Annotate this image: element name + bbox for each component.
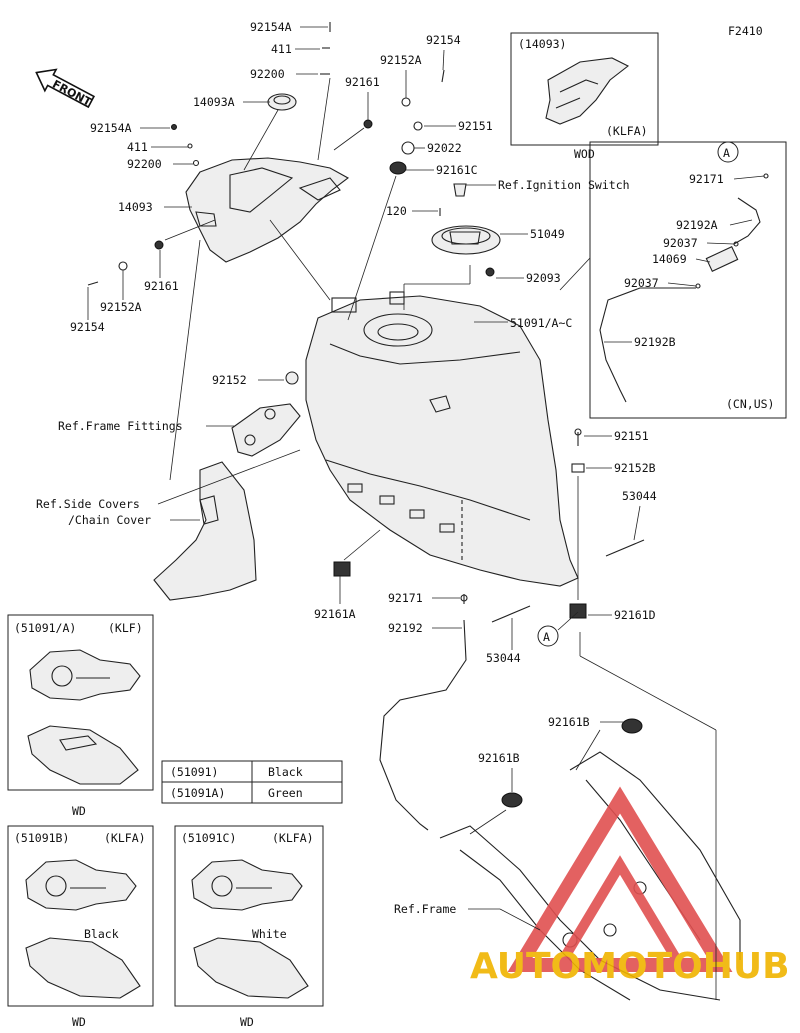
label-92161-top: 92161 xyxy=(345,75,380,89)
marker-a-bottom-label: A xyxy=(543,630,550,644)
inset-51091C-title: (51091C) xyxy=(181,831,236,845)
color-table-part-2: (51091A) xyxy=(170,786,225,800)
inset-14093-box xyxy=(510,32,659,146)
label-51049: 51049 xyxy=(530,227,565,241)
label-92152B: 92152B xyxy=(614,461,656,475)
inset-51091A-caption: WD xyxy=(72,804,86,818)
inset-hose-drawing xyxy=(599,173,769,403)
inset-51091A-spec: (KLF) xyxy=(108,621,143,635)
inset-51091A-drawing xyxy=(27,649,141,785)
label-92152A-left: 92152A xyxy=(100,300,142,314)
label-92151-top: 92151 xyxy=(458,119,493,133)
inset-51091B-spec: (KLFA) xyxy=(104,831,146,845)
frame-fittings-drawing xyxy=(153,371,351,601)
inset-14093-caption: WOD xyxy=(574,147,595,161)
label-92200-left: 92200 xyxy=(127,157,162,171)
inset-51091C-color: White xyxy=(252,927,287,941)
label-14093A: 14093A xyxy=(193,95,235,109)
cover-14093-drawing xyxy=(87,22,445,286)
ref-frame: Ref.Frame xyxy=(394,902,456,916)
ref-side-covers: Ref.Side Covers xyxy=(36,497,140,511)
marker-a-top xyxy=(717,141,739,163)
inset-51091C-box xyxy=(174,825,324,1007)
ref-frame-fittings: Ref.Frame Fittings xyxy=(58,419,183,433)
cover-14093-klfa-drawing xyxy=(545,57,630,125)
label-92154-left: 92154 xyxy=(70,320,105,334)
inset-14093-spec: (KLFA) xyxy=(606,124,648,138)
ref-chain-cover: /Chain Cover xyxy=(68,513,151,527)
marker-a-bottom xyxy=(537,625,559,647)
label-14093: 14093 xyxy=(118,200,153,214)
inset-14093-title: (14093) xyxy=(518,37,566,51)
label-92171: 92171 xyxy=(388,591,423,605)
label-92093: 92093 xyxy=(526,271,561,285)
label-92171-inset: 92171 xyxy=(689,172,724,186)
color-table: (51091) Black (51091A) Green xyxy=(161,760,343,804)
inset-hose-spec: (CN,US) xyxy=(726,397,774,411)
inset-51091B-caption: WD xyxy=(72,1015,86,1029)
diagram-code: F2410 xyxy=(728,24,763,38)
label-92161C: 92161C xyxy=(436,163,478,177)
inset-51091C-spec: (KLFA) xyxy=(272,831,314,845)
label-92037-a: 92037 xyxy=(663,236,698,250)
label-53044-low: 53044 xyxy=(486,651,521,665)
label-92161B-left: 92161B xyxy=(478,751,520,765)
fuel-tank-drawing xyxy=(305,291,579,587)
inset-51091A-box xyxy=(7,614,154,791)
label-92192B: 92192B xyxy=(634,335,676,349)
label-120: 120 xyxy=(386,204,407,218)
inset-51091B-color: Black xyxy=(84,927,119,941)
label-92192A: 92192A xyxy=(676,218,718,232)
label-51091-range: 51091/A~C xyxy=(510,316,572,330)
label-92154A-left: 92154A xyxy=(90,121,132,135)
marker-a-top-label: A xyxy=(723,146,730,160)
label-92161D: 92161D xyxy=(614,608,656,622)
color-table-part-1: (51091) xyxy=(170,765,218,779)
label-411-left: 411 xyxy=(127,140,148,154)
frame-drawing xyxy=(439,718,741,1001)
front-label: FRONT xyxy=(50,78,94,109)
label-53044-right: 53044 xyxy=(622,489,657,503)
front-arrow-icon: FRONT xyxy=(35,68,96,109)
watermark-text: AUTOMOTOHUB xyxy=(470,946,790,987)
inset-51091C-drawing xyxy=(191,859,309,999)
inset-51091A-title: (51091/A) xyxy=(14,621,76,635)
color-table-color-1: Black xyxy=(268,765,303,779)
label-92161-left: 92161 xyxy=(144,279,179,293)
color-table-color-2: Green xyxy=(268,786,303,800)
label-92152A-top: 92152A xyxy=(380,53,422,67)
label-411-top: 411 xyxy=(271,42,292,56)
hose-92192-drawing xyxy=(379,619,467,831)
label-92152: 92152 xyxy=(212,373,247,387)
label-92192: 92192 xyxy=(388,621,423,635)
watermark-logo: AUTOMOTOHUB xyxy=(470,786,790,987)
fuel-cap-drawing xyxy=(389,121,501,277)
right-small-parts-drawing xyxy=(460,428,645,623)
label-92151-right: 92151 xyxy=(614,429,649,443)
label-14069: 14069 xyxy=(652,252,687,266)
inset-51091B-box xyxy=(7,825,154,1007)
label-92037-b: 92037 xyxy=(624,276,659,290)
inset-51091B-title: (51091B) xyxy=(14,831,69,845)
label-92154-top: 92154 xyxy=(426,33,461,47)
label-92161B-right: 92161B xyxy=(548,715,590,729)
label-92161A: 92161A xyxy=(314,607,356,621)
inset-51091B-drawing xyxy=(25,859,141,999)
ref-ignition-switch: Ref.Ignition Switch xyxy=(498,178,630,192)
label-92022: 92022 xyxy=(427,141,462,155)
label-92154A-top: 92154A xyxy=(250,20,292,34)
inset-51091C-caption: WD xyxy=(240,1015,254,1029)
inset-hose-box xyxy=(589,141,787,419)
label-92200-top: 92200 xyxy=(250,67,285,81)
